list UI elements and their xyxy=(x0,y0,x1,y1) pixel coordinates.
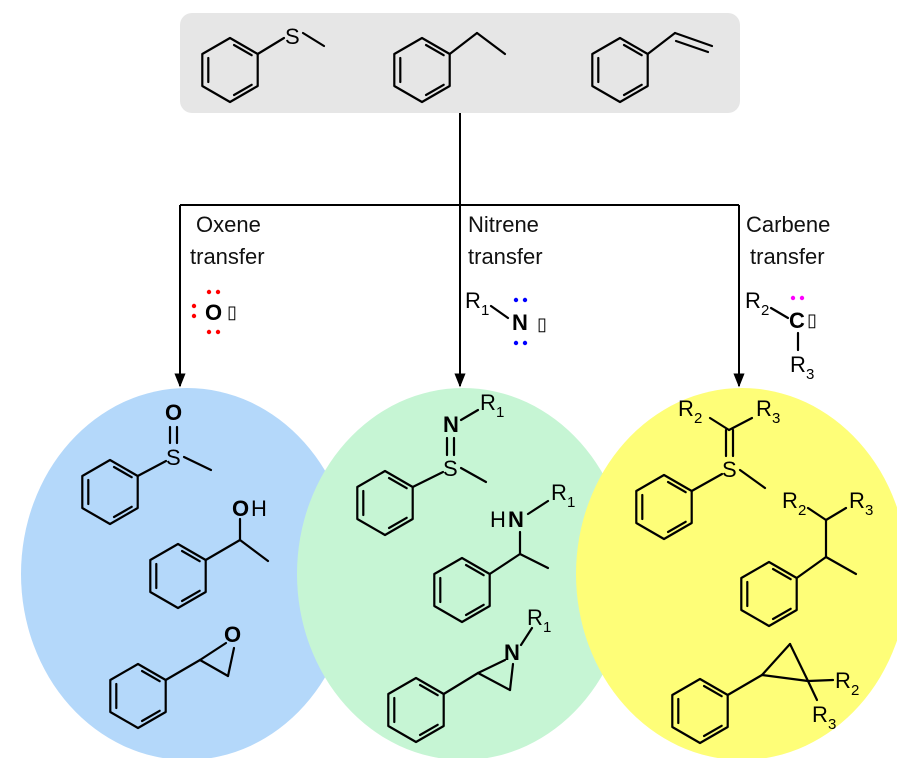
aziridine-r-index: 1 xyxy=(543,619,551,636)
sulfoxide-o-atom: O xyxy=(165,400,182,425)
amine-product: H N R 1 xyxy=(433,480,575,624)
phenylethanol-product: O H xyxy=(149,496,270,610)
ylide-r3-index: 3 xyxy=(772,410,780,427)
carbene-reagent-r3: R xyxy=(790,352,806,377)
carbene-reagent-r3-index: 3 xyxy=(806,366,814,383)
ylide-r2-index: 2 xyxy=(694,410,702,427)
aziridine-n-atom: N xyxy=(504,640,520,665)
amine-r: R xyxy=(551,480,567,505)
nitrene-n-atom: N xyxy=(512,310,528,335)
thioanisole-structure: S xyxy=(201,24,326,104)
insertion-r3: R xyxy=(849,488,865,513)
amine-n-atom: N xyxy=(508,507,524,532)
ylide-r3: R xyxy=(756,396,772,421)
substrate-box xyxy=(180,13,740,113)
oxene-reagent: O ▯ xyxy=(191,289,237,335)
cyclopropane-r3-index: 3 xyxy=(828,716,836,733)
cyclopropane-r3: R xyxy=(812,702,828,727)
carbene-reagent-r2: R xyxy=(745,288,761,313)
nitrene-reagent-r: R xyxy=(465,288,481,313)
carbene-reagent: R 2 C ▯ R 3 xyxy=(745,288,817,383)
sulfilimine-r: R xyxy=(480,390,496,415)
sulfoxide-s-atom: S xyxy=(166,445,181,470)
sulfilimine-r-index: 1 xyxy=(496,404,504,421)
aziridine-product: N R 1 xyxy=(387,605,551,744)
cyclopropane-product: R 2 R 3 xyxy=(671,642,859,745)
nitrene-label-line1: Nitrene xyxy=(468,212,539,237)
cyclopropane-r2-index: 2 xyxy=(851,682,859,699)
oxene-label-line1: Oxene xyxy=(196,212,261,237)
carbene-glyph: ▯ xyxy=(807,310,817,330)
styrene-structure xyxy=(591,31,714,104)
oxene-glyph: ▯ xyxy=(227,302,237,322)
oxene-label-line2: transfer xyxy=(190,244,265,269)
nitrene-glyph: ▯ xyxy=(537,314,547,334)
nitrene-reagent: R 1 N ▯ xyxy=(465,288,547,346)
insertion-r3-index: 3 xyxy=(865,502,873,519)
nitrene-products-ellipse xyxy=(297,388,629,758)
aziridine-r: R xyxy=(527,605,543,630)
alcohol-o-atom: O xyxy=(232,496,249,521)
insertion-r2: R xyxy=(782,488,798,513)
ethylbenzene-structure xyxy=(393,31,507,104)
ylide-product: S R 2 R 3 xyxy=(635,396,780,541)
ylide-s-atom: S xyxy=(722,457,737,482)
sulfilimine-product: S N R 1 xyxy=(356,390,504,537)
amine-h-atom: H xyxy=(490,507,506,532)
sulfoxide-product: S O xyxy=(81,400,213,526)
insertion-r2-index: 2 xyxy=(798,502,806,519)
amine-r-index: 1 xyxy=(567,494,575,511)
oxene-o-atom: O xyxy=(205,300,222,325)
ylide-r2: R xyxy=(678,396,694,421)
carbene-reagent-r2-index: 2 xyxy=(761,302,769,319)
carbene-label-line1: Carbene xyxy=(746,212,830,237)
carbene-c-atom: C xyxy=(789,308,805,333)
sulfilimine-s-atom: S xyxy=(443,456,458,481)
epoxide-o-atom: O xyxy=(224,622,241,647)
carbene-products-ellipse xyxy=(576,388,897,758)
ch-insertion-product: R 2 R 3 xyxy=(740,488,873,628)
alcohol-h-atom: H xyxy=(251,496,267,521)
thioanisole-s-atom: S xyxy=(285,24,300,49)
sulfilimine-n-atom: N xyxy=(443,412,459,437)
epoxide-product: O xyxy=(109,622,241,730)
carbene-label-line2: transfer xyxy=(750,244,825,269)
nitrene-reagent-r-index: 1 xyxy=(481,302,489,319)
cyclopropane-r2: R xyxy=(835,668,851,693)
nitrene-label-line2: transfer xyxy=(468,244,543,269)
oxene-products-ellipse xyxy=(21,388,353,758)
